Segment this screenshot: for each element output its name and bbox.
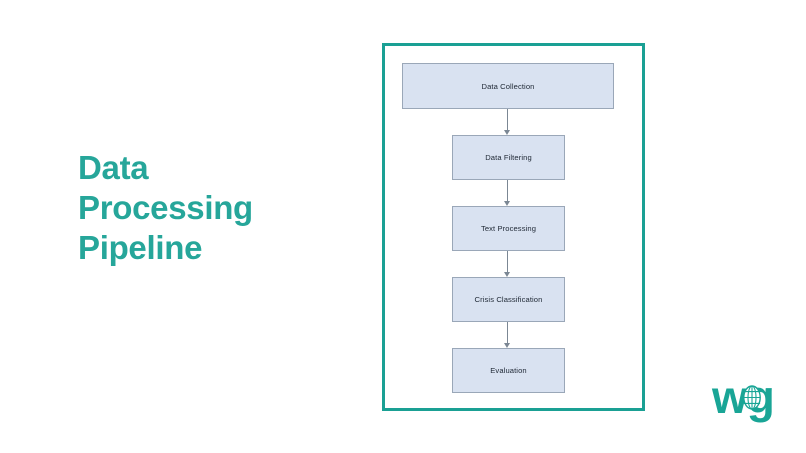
title-line-3: Pipeline bbox=[78, 229, 203, 266]
flow-connector-1 bbox=[507, 180, 508, 202]
flow-arrowhead-1-icon bbox=[504, 201, 510, 206]
flow-connector-3 bbox=[507, 322, 508, 344]
flow-arrowhead-2-icon bbox=[504, 272, 510, 277]
page-title: Data Processing Pipeline bbox=[78, 148, 338, 268]
flow-arrowhead-0-icon bbox=[504, 130, 510, 135]
flow-node-data-collection[interactable]: Data Collection bbox=[402, 63, 614, 109]
flow-node-text-processing[interactable]: Text Processing bbox=[452, 206, 565, 251]
flow-connector-0 bbox=[507, 109, 508, 131]
flowchart: Data Collection Data Filtering Text Proc… bbox=[385, 46, 642, 408]
flow-node-label: Text Processing bbox=[480, 224, 537, 233]
flow-node-label: Crisis Classification bbox=[474, 295, 543, 304]
title-line-2: Processing bbox=[78, 189, 253, 226]
diagram-frame: Data Collection Data Filtering Text Proc… bbox=[382, 43, 645, 411]
title-line-1: Data bbox=[78, 149, 149, 186]
globe-icon bbox=[743, 385, 761, 410]
flow-node-data-filtering[interactable]: Data Filtering bbox=[452, 135, 565, 180]
flow-arrowhead-3-icon bbox=[504, 343, 510, 348]
flow-node-evaluation[interactable]: Evaluation bbox=[452, 348, 565, 393]
flow-node-label: Data Filtering bbox=[485, 153, 532, 162]
flow-node-crisis-classification[interactable]: Crisis Classification bbox=[452, 277, 565, 322]
brand-logo: wg bbox=[712, 374, 796, 428]
flow-connector-2 bbox=[507, 251, 508, 273]
flow-node-label: Evaluation bbox=[490, 366, 527, 375]
flow-node-label: Data Collection bbox=[481, 81, 535, 91]
